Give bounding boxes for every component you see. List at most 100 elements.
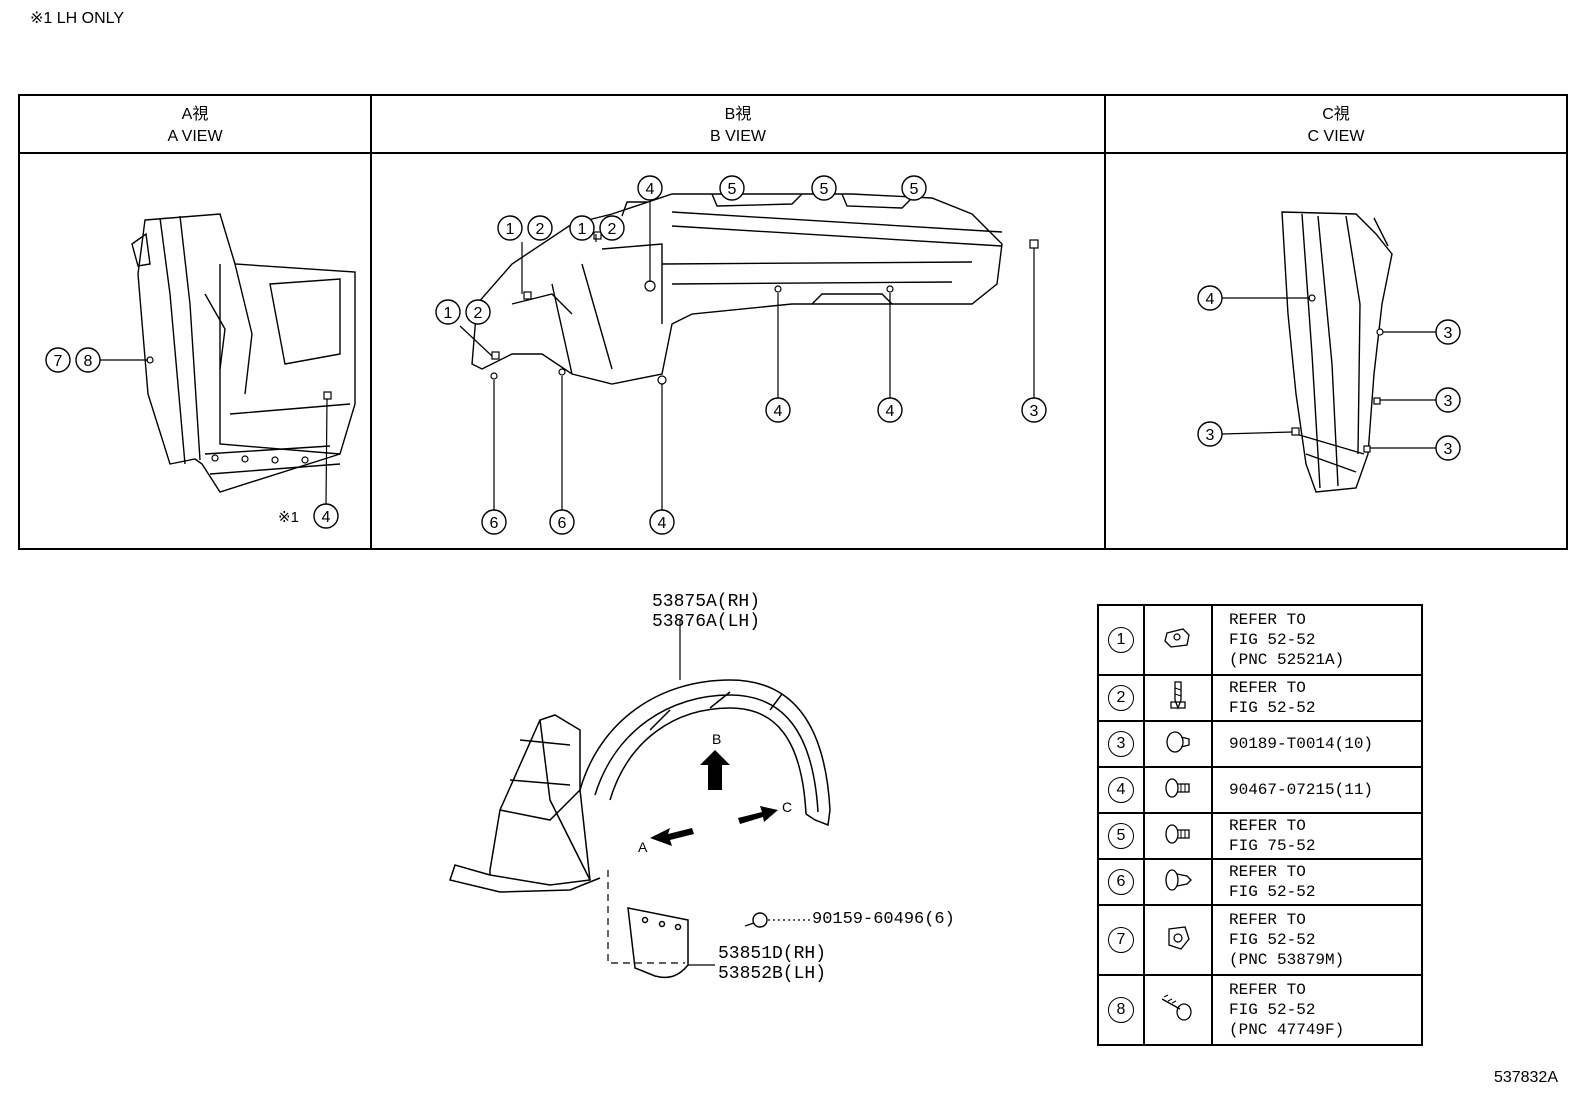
legend-number: 7 [1108, 927, 1134, 953]
a-view-callout-4: 4 [313, 503, 339, 529]
b-view-fastener-marks [490, 189, 1039, 385]
b-view-callouts: 1 2 1 2 1 2 4 5 5 5 6 6 4 4 4 3 [435, 175, 1047, 535]
b-view-callout-5b: 5 [811, 175, 837, 201]
svg-text:3: 3 [1206, 427, 1215, 444]
fender-liner-assembly-drawing: B C A [449, 620, 831, 979]
legend-number: 4 [1108, 777, 1134, 803]
diagram-id: 537832A [1493, 1069, 1558, 1086]
a-view-callout-8: 8 [75, 347, 101, 373]
legend-number: 1 [1108, 627, 1134, 653]
svg-text:2: 2 [474, 305, 483, 322]
nut-clip-icon [1168, 925, 1190, 950]
legend-text: REFER TO FIG 52-52 [1211, 858, 1423, 906]
svg-text:3: 3 [1030, 403, 1039, 420]
c-view-callouts: 4 3 3 3 3 [1197, 285, 1461, 461]
b-view-callout-2c: 2 [599, 215, 625, 241]
svg-text:B: B [712, 731, 721, 747]
svg-text:4: 4 [322, 509, 331, 526]
c-view-callout-3a: 3 [1197, 421, 1223, 447]
a-view-drawing: 7 8 ※1 4 [45, 213, 356, 529]
b-view-column: B視 B VIEW [372, 96, 1106, 548]
lh-only-note: ※1 LH ONLY [30, 10, 125, 27]
legend-row: 6 REFER TO FIG 52-52 [1097, 858, 1423, 906]
c-view-column: C視 C VIEW [1106, 96, 1566, 548]
b-view-leaders [459, 194, 1035, 510]
a-view-title-en: A VIEW [167, 128, 223, 145]
b-view-callout-3: 3 [1021, 397, 1047, 423]
clip-nut-icon [1164, 627, 1190, 648]
legend-number: 2 [1108, 685, 1134, 711]
c-view-callout-3c: 3 [1435, 387, 1461, 413]
a-view-callout-7: 7 [45, 347, 71, 373]
b-view-callout-1a: 1 [435, 299, 461, 325]
legend-text: REFER TO FIG 52-52 [1211, 674, 1423, 722]
c-view-callout-3b: 3 [1435, 319, 1461, 345]
legend-row: 8 REFER TO FIG 52-52 (PNC 47749F) [1097, 974, 1423, 1046]
svg-text:3: 3 [1444, 441, 1453, 458]
svg-text:5: 5 [820, 181, 829, 198]
legend-text: REFER TO FIG 75-52 [1211, 812, 1423, 860]
svg-text:4: 4 [646, 181, 655, 198]
legend-number: 8 [1108, 997, 1134, 1023]
part-number-liner-rh: 53875A(RH) [652, 592, 761, 612]
legend-text: REFER TO FIG 52-52 (PNC 52521A) [1211, 604, 1423, 676]
b-view-title-en: B VIEW [709, 128, 766, 145]
views-panel: A視 A VIEW [18, 94, 1568, 550]
c-view-title-jp: C視 [1322, 106, 1350, 123]
c-view-liner-outline [1281, 211, 1393, 493]
a-view-lh-mark: ※1 [278, 509, 299, 526]
fastener-legend-table: 1 REFER TO FIG 52-52 (PNC 52521A) 2 REFE… [1097, 604, 1423, 1046]
svg-text:7: 7 [54, 353, 63, 370]
b-view-callout-4-bottom: 4 [649, 509, 675, 535]
legend-text: REFER TO FIG 52-52 (PNC 53879M) [1211, 904, 1423, 976]
svg-text:A: A [638, 839, 648, 855]
svg-text:2: 2 [608, 221, 617, 238]
a-view-header: A視 A VIEW [20, 96, 370, 154]
view-arrow-b: B [700, 731, 730, 790]
svg-text:4: 4 [1206, 291, 1215, 308]
legend-row: 3 90189-T0014(10) [1097, 720, 1423, 768]
screw-icon [1170, 680, 1186, 710]
b-view-callout-1c: 1 [569, 215, 595, 241]
svg-text:4: 4 [886, 403, 895, 420]
part-number-liner-lh: 53876A(LH) [652, 612, 761, 632]
b-view-callout-4-mid-a: 4 [765, 397, 791, 423]
mud-flap-part [627, 907, 689, 979]
a-view-column: A視 A VIEW [20, 96, 372, 548]
legend-row: 7 REFER TO FIG 52-52 (PNC 53879M) [1097, 904, 1423, 976]
svg-text:2: 2 [536, 221, 545, 238]
b-view-callout-4-top: 4 [637, 175, 663, 201]
svg-text:6: 6 [558, 515, 567, 532]
b-view-header: B視 B VIEW [372, 96, 1104, 154]
svg-text:4: 4 [658, 515, 667, 532]
b-view-callout-2a: 2 [465, 299, 491, 325]
flange-screw-icon [1165, 823, 1190, 844]
a-view-title-jp: A視 [181, 106, 209, 123]
legend-text: 90467-07215(11) [1211, 766, 1423, 814]
fender-liner-part [449, 679, 831, 893]
svg-text:3: 3 [1444, 325, 1453, 342]
rivet-clip-icon [1165, 868, 1192, 891]
b-view-callout-4-mid-b: 4 [877, 397, 903, 423]
flap-screw-part [744, 912, 768, 928]
legend-row: 2 REFER TO FIG 52-52 [1097, 674, 1423, 722]
flange-screw-icon [1165, 777, 1190, 798]
legend-number: 5 [1108, 823, 1134, 849]
bolt-icon [1161, 994, 1192, 1021]
svg-text:5: 5 [728, 181, 737, 198]
svg-text:8: 8 [84, 353, 93, 370]
legend-text: REFER TO FIG 52-52 (PNC 47749F) [1211, 974, 1423, 1046]
push-clip-icon [1166, 730, 1190, 753]
c-view-header: C視 C VIEW [1106, 96, 1566, 154]
view-arrow-c: C [738, 799, 792, 824]
a-view-liner-outline [131, 213, 356, 493]
a-view-holes [146, 356, 332, 464]
b-view-liner-outline [471, 193, 1003, 385]
legend-row: 4 90467-07215(11) [1097, 766, 1423, 814]
part-number-flap-lh: 53852B(LH) [718, 964, 827, 984]
part-number-screw: 90159-60496(6) [812, 910, 955, 929]
b-view-title-jp: B視 [724, 106, 752, 123]
legend-text: 90189-T0014(10) [1211, 720, 1423, 768]
b-view-callout-5c: 5 [901, 175, 927, 201]
legend-row: 5 REFER TO FIG 75-52 [1097, 812, 1423, 860]
